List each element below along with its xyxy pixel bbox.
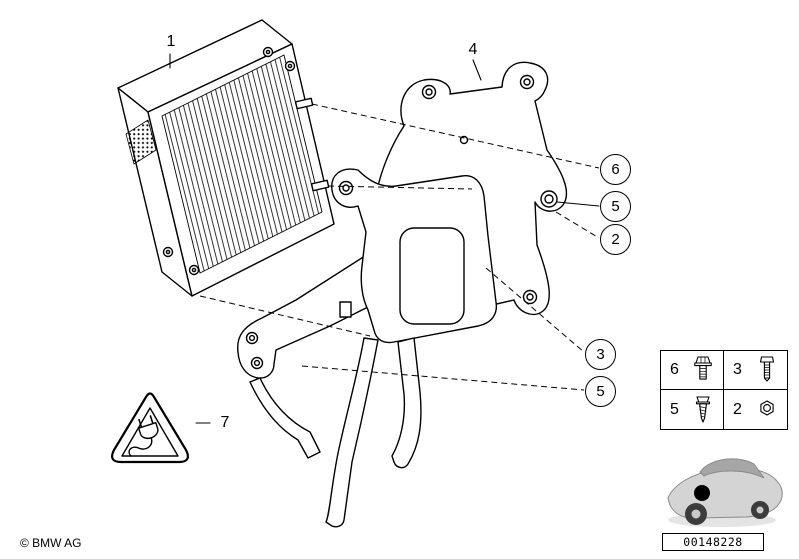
power-plug-icon <box>128 415 159 457</box>
legend-item-6[interactable]: 6 <box>661 351 724 390</box>
legend-number-3: 3 <box>733 361 742 378</box>
part-number: 00148228 <box>662 533 764 551</box>
legend-number-2: 2 <box>733 400 742 418</box>
amplifier-unit-drawing <box>117 19 335 297</box>
legend-item-3[interactable]: 3 <box>724 351 787 390</box>
callout-3-circle[interactable]: 3 <box>585 339 616 370</box>
holder-bracket-drawing <box>237 168 498 528</box>
legend-item-5[interactable]: 5 <box>661 390 724 429</box>
legend-number-5: 5 <box>670 400 679 418</box>
car-location-thumbnail <box>658 438 790 534</box>
solid-leader-lines <box>169 53 600 424</box>
fasteners-legend: 6 3 5 <box>660 350 788 430</box>
legend-item-2[interactable]: 2 <box>724 390 787 429</box>
bolt-icon <box>759 356 775 382</box>
part-location-marker <box>694 485 710 501</box>
car-location-icon <box>667 458 783 527</box>
flange-bolt-icon <box>694 356 712 380</box>
callout-7[interactable]: 7 <box>220 414 230 431</box>
nut-icon <box>760 399 774 416</box>
tapping-screw-icon <box>695 395 711 423</box>
callout-5-bottom-circle[interactable]: 5 <box>585 376 616 407</box>
callout-4[interactable]: 4 <box>468 41 478 58</box>
legend-number-6: 6 <box>670 361 679 378</box>
power-plug-warning-triangle-icon <box>111 392 189 464</box>
callout-1[interactable]: 1 <box>166 33 176 50</box>
dashed-leader-lines <box>199 103 600 391</box>
copyright: © BMW AG <box>20 536 82 550</box>
callout-2-circle[interactable]: 2 <box>600 224 631 255</box>
callout-6-circle[interactable]: 6 <box>600 154 631 185</box>
callout-5-top-circle[interactable]: 5 <box>600 191 631 222</box>
